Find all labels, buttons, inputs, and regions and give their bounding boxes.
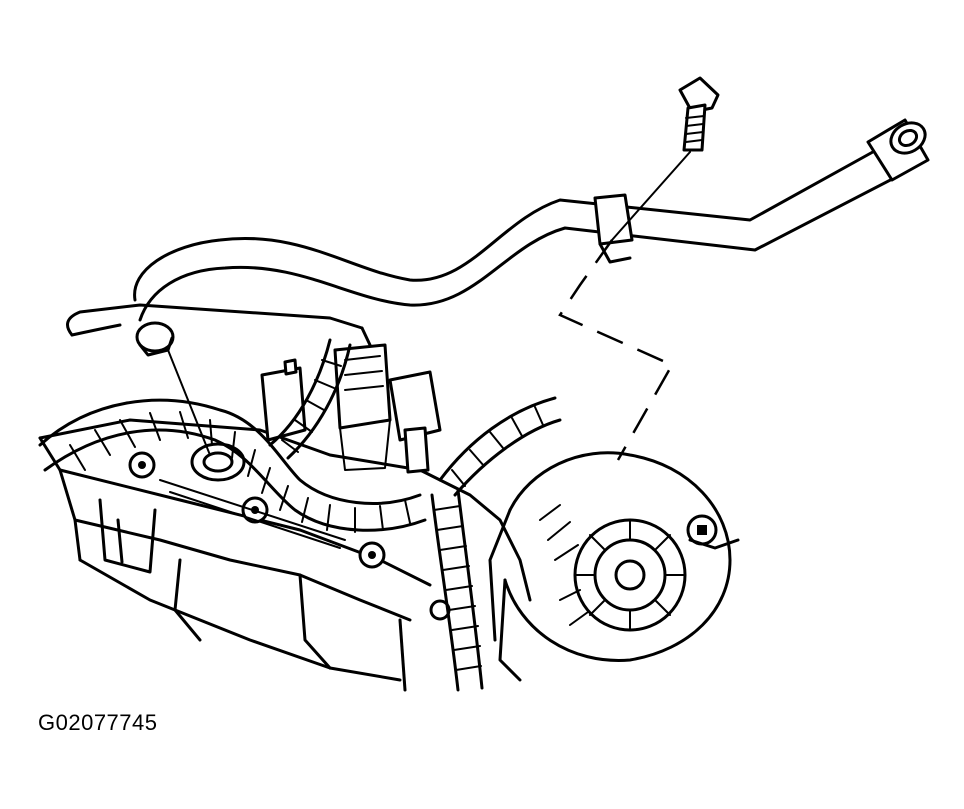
center-components: [260, 343, 442, 474]
engine-block: [38, 418, 532, 692]
alternator: [488, 451, 740, 682]
figure-id-label: G02077745: [38, 710, 158, 735]
dipstick-tube-grommet: [190, 442, 246, 482]
wiring-harness: [38, 338, 562, 692]
mounting-bolt: [611, 76, 720, 241]
dipstick-tube: [133, 118, 930, 322]
dipstick-handle: [66, 303, 372, 357]
